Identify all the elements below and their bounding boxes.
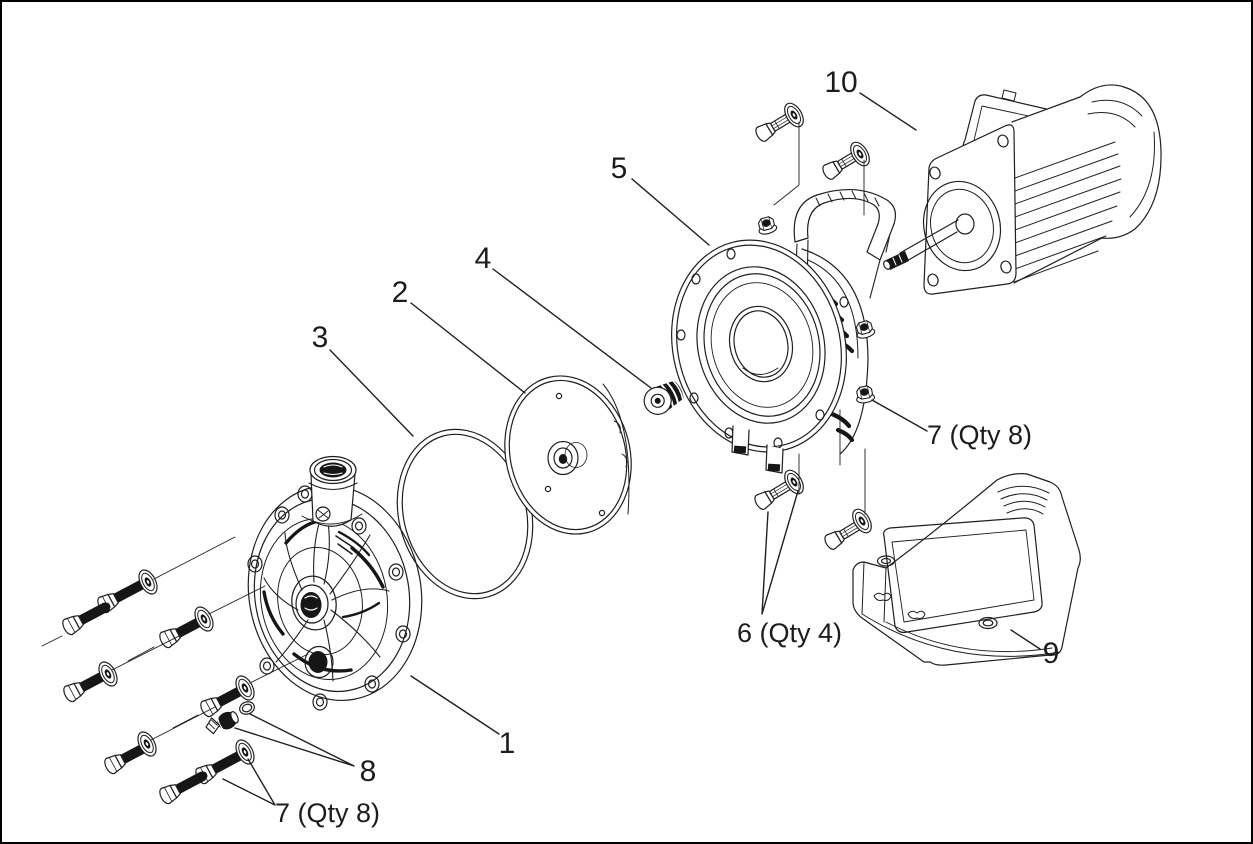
assembly-axis-lines — [41, 121, 866, 741]
callout-2: 2 — [392, 276, 409, 309]
leader-3 — [329, 349, 414, 437]
drain-plug-o-ring — [239, 701, 255, 715]
diffuser-flange — [671, 188, 897, 474]
mounting-tabs — [731, 425, 784, 474]
callout-8: 8 — [360, 755, 377, 788]
callout-3: 3 — [312, 321, 329, 354]
callout-1: 1 — [499, 727, 516, 760]
leader-5 — [631, 178, 710, 246]
leader-4 — [492, 268, 652, 389]
leader-10 — [859, 92, 917, 131]
leader-1 — [410, 675, 500, 735]
callout-5: 5 — [611, 152, 628, 185]
hex-nut — [853, 318, 877, 341]
leader-8 — [234, 713, 355, 767]
leader-7-right — [871, 399, 928, 432]
motor — [883, 84, 1162, 295]
flange-bolt-holes — [676, 248, 849, 449]
housing-top-port — [301, 455, 363, 527]
housing-ribs — [263, 519, 390, 682]
impeller — [643, 380, 684, 415]
base-grooves — [997, 485, 1050, 515]
callout-7-bottom: 7 (Qty 8) — [275, 798, 380, 828]
housing-emblem — [315, 506, 331, 522]
leader-2 — [410, 302, 526, 394]
base-bolt-bosses — [873, 555, 998, 630]
leader-7-bottom — [222, 758, 276, 806]
hex-nut — [854, 384, 876, 405]
pump-housing — [247, 455, 423, 711]
housing-drain-boss — [304, 645, 334, 679]
callout-7-right: 7 (Qty 8) — [927, 420, 1032, 450]
leader-lines — [222, 92, 1041, 806]
callout-4: 4 — [475, 242, 492, 275]
housing-bolts — [59, 566, 259, 807]
seal-plate — [504, 375, 632, 535]
callout-10: 10 — [824, 66, 857, 99]
hex-nut — [755, 214, 779, 237]
drain-plug — [205, 711, 239, 735]
callout-labels: 10 5 4 2 3 7 (Qty 8) 6 (Qty 4) 9 1 8 7 (… — [275, 66, 1059, 828]
pump-base — [852, 473, 1081, 666]
callout-6: 6 (Qty 4) — [737, 618, 842, 648]
housing-embossed-text — [335, 535, 355, 555]
motor-fins — [1013, 141, 1122, 283]
callout-9: 9 — [1043, 637, 1060, 670]
housing-bolt-lugs — [247, 485, 411, 711]
motor-shaft — [883, 219, 959, 270]
leader-6 — [761, 490, 799, 615]
leader-9 — [1010, 629, 1041, 650]
